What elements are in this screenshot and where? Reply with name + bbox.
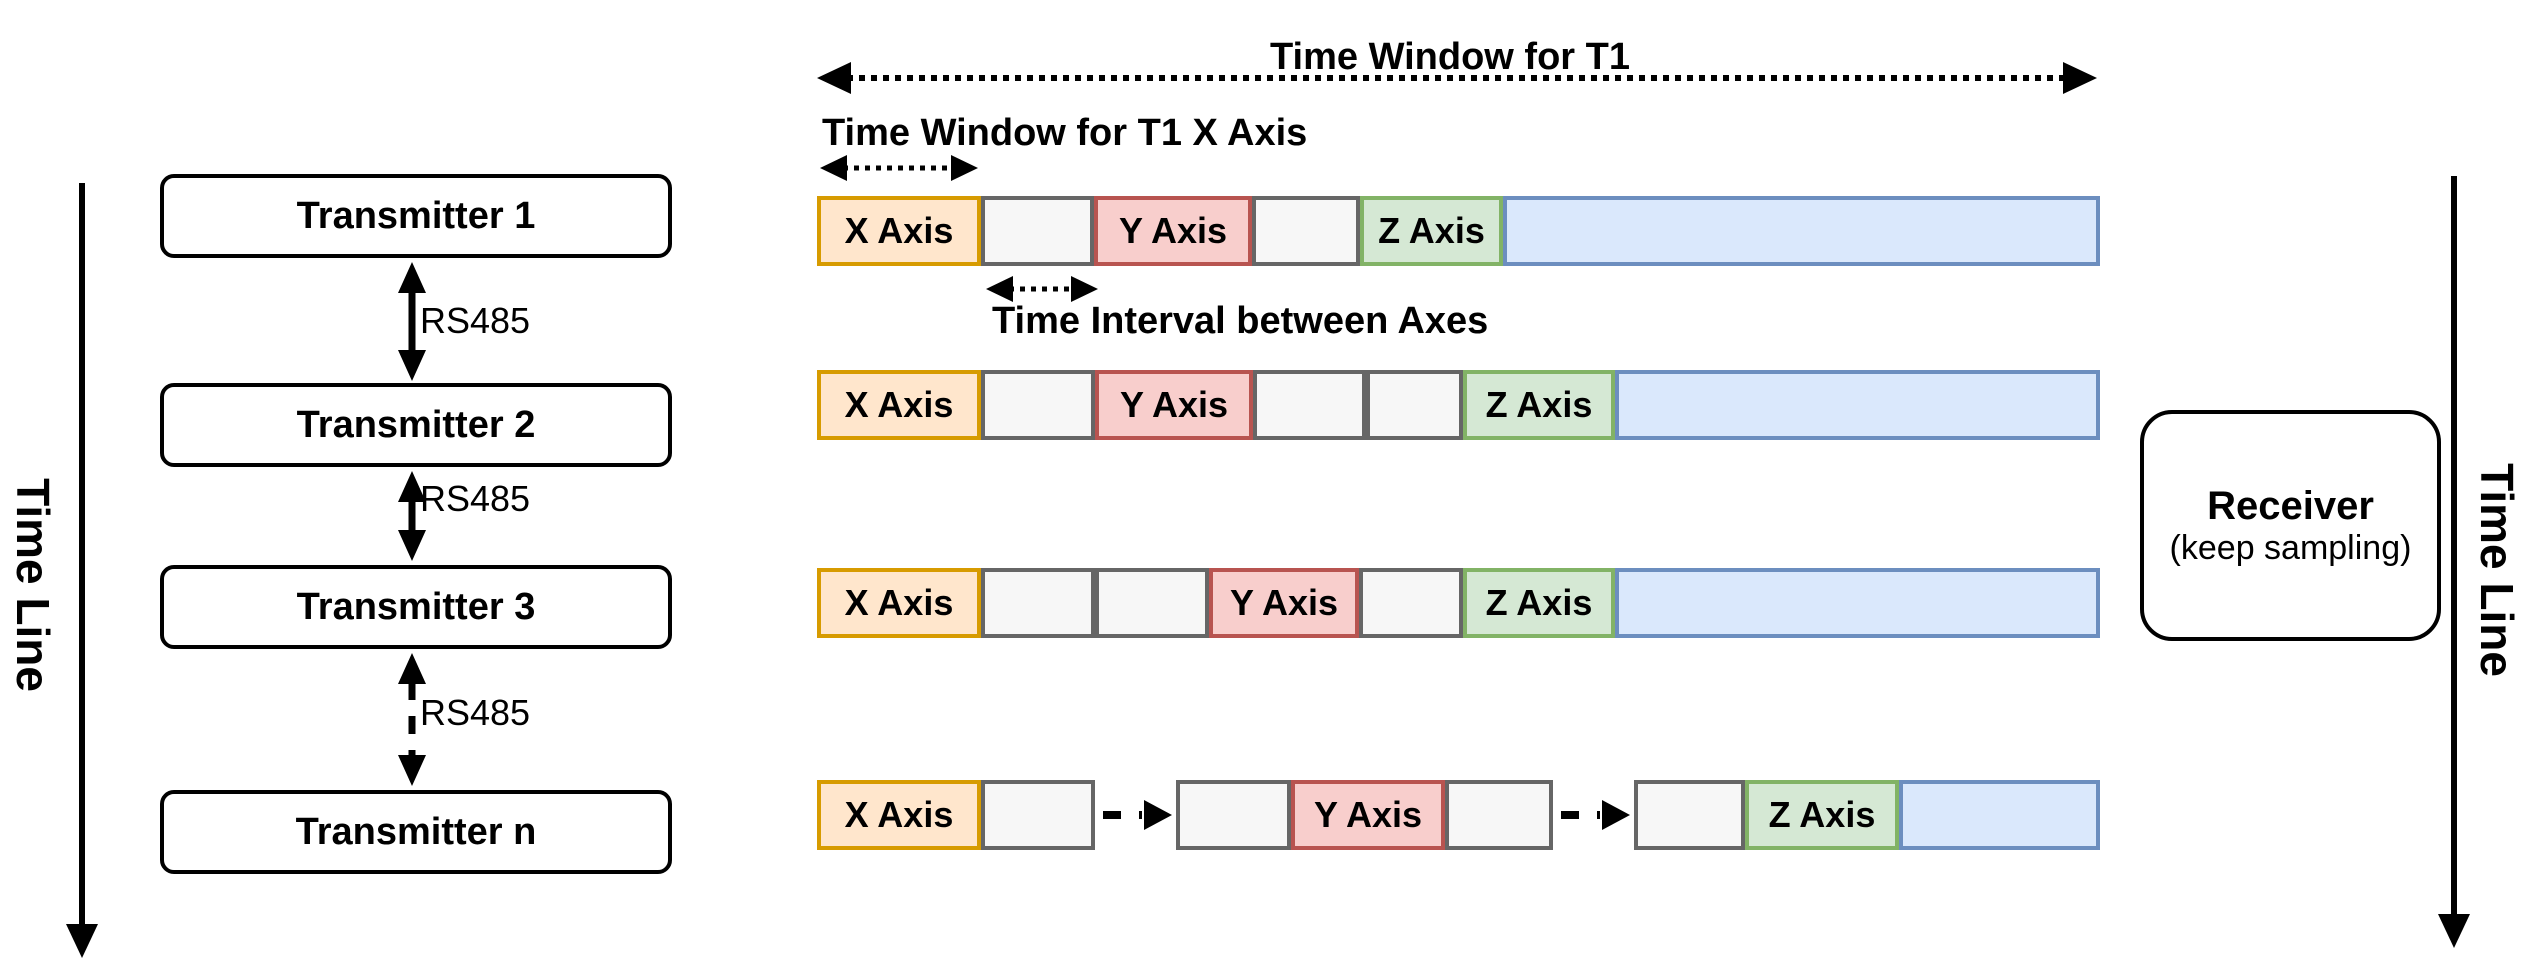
time-interval-label: Time Interval between Axes [992, 300, 1489, 342]
window-remainder-slot [1615, 370, 2100, 440]
window-remainder-slot [1615, 568, 2100, 638]
receiver-title: Receiver [2207, 483, 2374, 528]
left-timeline-arrow [66, 183, 98, 958]
transmitter-2-box: Transmitter 2 [160, 383, 672, 467]
transmitter-n-label: Transmitter n [295, 810, 537, 853]
dashed-continuation-arrow [1095, 780, 1176, 850]
idle-slot [1445, 780, 1553, 850]
idle-slot [1176, 780, 1291, 850]
idle-slot [1359, 568, 1463, 638]
rs485-arrow-2 [398, 471, 426, 561]
idle-slot [1252, 196, 1360, 266]
transmitter-2-label: Transmitter 2 [296, 403, 536, 446]
dashed-continuation-arrow [1553, 780, 1634, 850]
timing-bar-transmitter-2: X Axis Y Axis Z Axis [817, 370, 2100, 440]
right-timeline-label: Time Line [2471, 463, 2523, 677]
idle-slot [981, 196, 1094, 266]
idle-slot [1634, 780, 1745, 850]
time-window-arrow [817, 62, 2097, 94]
z-axis-slot: Z Axis [1360, 196, 1503, 266]
time-window-t1-label: Time Window for T1 [1270, 36, 1630, 78]
rs485-label-1: RS485 [420, 300, 531, 341]
idle-slot [1095, 568, 1209, 638]
timing-bar-transmitter-1: X Axis Y Axis Z Axis [817, 196, 2100, 266]
idle-slot [1253, 370, 1366, 440]
window-remainder-slot [1503, 196, 2100, 266]
right-timeline-arrow [2438, 176, 2470, 948]
y-axis-slot: Y Axis [1291, 780, 1445, 850]
x-axis-slot: X Axis [817, 568, 981, 638]
transmitter-1-box: Transmitter 1 [160, 174, 672, 258]
rs485-arrow-1 [398, 262, 426, 381]
idle-slot [981, 370, 1095, 440]
timing-bar-transmitter-n: X Axis Y Axis Z Axis [817, 780, 2100, 850]
receiver-box: Receiver (keep sampling) [2140, 410, 2441, 641]
z-axis-slot: Z Axis [1745, 780, 1899, 850]
z-axis-slot: Z Axis [1463, 568, 1615, 638]
transmitter-3-label: Transmitter 3 [296, 585, 536, 628]
left-timeline-label: Time Line [7, 478, 59, 692]
z-axis-slot: Z Axis [1463, 370, 1615, 440]
rs485-label-2: RS485 [420, 478, 531, 519]
x-window-arrow [820, 155, 978, 181]
receiver-subtitle: (keep sampling) [2169, 528, 2412, 567]
time-window-t1-x-label: Time Window for T1 X Axis [822, 112, 1308, 154]
interval-arrow [986, 276, 1098, 302]
idle-slot [981, 780, 1095, 850]
y-axis-slot: Y Axis [1095, 370, 1253, 440]
idle-slot [1366, 370, 1463, 440]
x-axis-slot: X Axis [817, 196, 981, 266]
y-axis-slot: Y Axis [1094, 196, 1252, 266]
transmitter-n-box: Transmitter n [160, 790, 672, 874]
transmitter-3-box: Transmitter 3 [160, 565, 672, 649]
idle-slot [981, 568, 1095, 638]
x-axis-slot: X Axis [817, 370, 981, 440]
y-axis-slot: Y Axis [1209, 568, 1359, 638]
x-axis-slot: X Axis [817, 780, 981, 850]
timing-bar-transmitter-3: X Axis Y Axis Z Axis [817, 568, 2100, 638]
transmitter-1-label: Transmitter 1 [296, 194, 536, 237]
rs485-arrow-dashed [398, 653, 426, 786]
window-remainder-slot [1899, 780, 2100, 850]
rs485-label-3: RS485 [420, 692, 531, 733]
